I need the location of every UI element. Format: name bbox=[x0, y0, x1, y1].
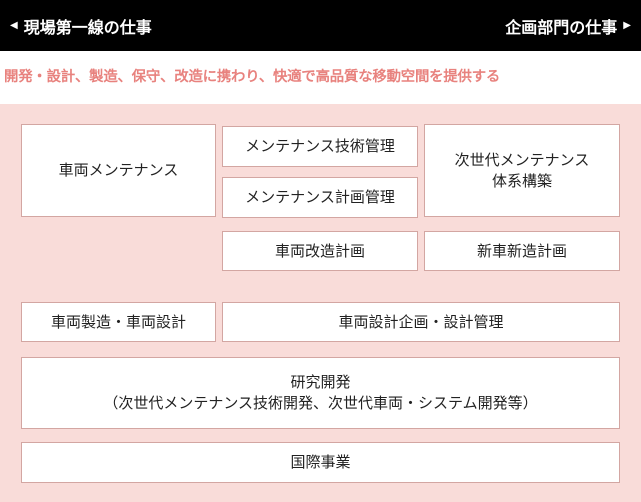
box-vehicle-design-planning: 車両設計企画・設計管理 bbox=[222, 302, 620, 342]
planning-work-label: 企画部門の仕事 bbox=[505, 17, 618, 37]
next-gen-maint-line1: 次世代メンテナンス bbox=[454, 150, 590, 169]
box-international-business: 国際事業 bbox=[21, 442, 620, 483]
header-bar: ◀ 現場第一線の仕事 企画部門の仕事 ▶ bbox=[0, 0, 641, 51]
box-vehicle-maintenance: 車両メンテナンス bbox=[21, 124, 216, 217]
rnd-line1: 研究開発 bbox=[290, 373, 351, 391]
box-vehicle-manufacture-design: 車両製造・車両設計 bbox=[21, 302, 216, 342]
planning-work-heading: 企画部門の仕事 ▶ bbox=[505, 0, 631, 51]
box-next-gen-maintenance: 次世代メンテナンス 体系構築 bbox=[424, 124, 620, 217]
rnd-line2: （次世代メンテナンス技術開発、次世代車両・システム開発等） bbox=[103, 394, 538, 412]
box-maint-plan-mgmt: メンテナンス計画管理 bbox=[222, 177, 418, 218]
box-maint-tech-mgmt: メンテナンス技術管理 bbox=[222, 126, 418, 167]
field-work-heading: ◀ 現場第一線の仕事 bbox=[10, 0, 152, 51]
triangle-left-icon: ◀ bbox=[10, 20, 18, 31]
field-work-label: 現場第一線の仕事 bbox=[23, 17, 152, 37]
box-vehicle-modification-plan: 車両改造計画 bbox=[222, 231, 418, 271]
subtitle: 開発・設計、製造、保守、改造に携わり、快適で高品質な移動空間を提供する bbox=[4, 69, 501, 85]
box-research-development: 研究開発 （次世代メンテナンス技術開発、次世代車両・システム開発等） bbox=[21, 357, 620, 429]
triangle-right-icon: ▶ bbox=[623, 20, 631, 31]
next-gen-maint-line2: 体系構築 bbox=[491, 171, 552, 190]
box-new-vehicle-plan: 新車新造計画 bbox=[424, 231, 620, 271]
job-diagram-panel: 車両メンテナンス メンテナンス技術管理 メンテナンス計画管理 次世代メンテナンス… bbox=[0, 104, 641, 502]
